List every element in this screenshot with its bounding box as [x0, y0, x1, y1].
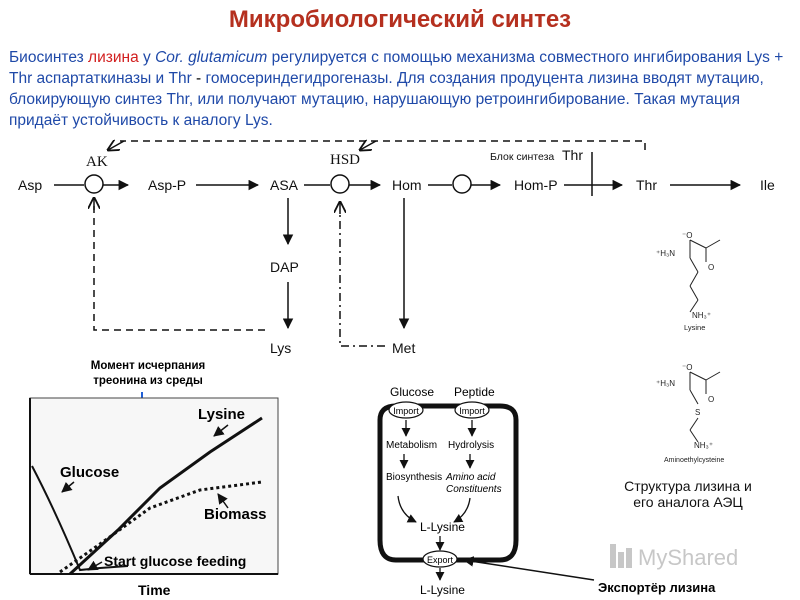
enzyme-ak-circle [84, 174, 104, 194]
svg-text:NH₃⁺: NH₃⁺ [692, 311, 711, 320]
exporter-caption: Экспортёр лизина [598, 580, 716, 595]
feedback-line-lys [93, 206, 265, 331]
intro-organism: Cor. glutamicum [155, 49, 268, 66]
intro-lysine-word: лизина [88, 49, 139, 66]
label-biomass: Biomass [204, 506, 267, 523]
page-title: Микробиологический синтез [228, 6, 572, 33]
svg-text:S: S [695, 408, 700, 417]
export-biosynthesis: Biosynthesis [386, 472, 442, 483]
biomass-pointer [217, 493, 229, 509]
aec-structure-label: Aminoethylcysteine [664, 457, 724, 464]
label-time: Time [138, 582, 171, 598]
intro-paragraph: Биосинтез лизина у Cor. glutamicum регул… [9, 47, 794, 131]
intro-text: у [138, 49, 156, 66]
myshared-logo: MyShared [610, 544, 738, 570]
node-asa: ASA [270, 177, 299, 193]
export-amino1: Amino acid [445, 472, 496, 483]
lysine-structure [689, 239, 721, 313]
export-metabolism: Metabolism [386, 440, 437, 451]
exporter-pointer [462, 556, 595, 581]
import-glucose [388, 401, 424, 419]
svg-text:O: O [708, 395, 714, 404]
export-glucose: Glucose [390, 385, 434, 399]
biomass-curve [59, 480, 263, 574]
export-peptide: Peptide [454, 385, 495, 399]
svg-text:⁻O: ⁻O [682, 363, 692, 372]
structures-caption-line2: его аналога АЭЦ [633, 494, 743, 510]
aec-structure [689, 371, 721, 443]
annotation-line2: треонина из среды [93, 375, 203, 387]
enzyme-ak-label: AK [86, 154, 108, 170]
enzyme-hsd-circle [330, 174, 350, 194]
export-hydrolysis: Hydrolysis [448, 440, 494, 451]
intro-text: гомосериндегидрогеназы. Для создания про… [9, 70, 764, 129]
svg-text:⁻O: ⁻O [682, 231, 692, 240]
label-lysine: Lysine [198, 406, 245, 423]
intro-dash: - [196, 70, 202, 87]
import-label-1: Import [393, 406, 419, 416]
import-label-2: Import [459, 406, 485, 416]
node-met: Met [392, 340, 415, 356]
label-feeding: Start glucose feeding [104, 553, 246, 569]
export-amino2: Constituents [446, 484, 502, 495]
glucose-curve [31, 465, 129, 572]
export-diagram: Glucose Peptide Import Import Metabolism… [370, 382, 568, 600]
node-asp: Asp [18, 177, 42, 193]
arrow-bio-lys [397, 495, 417, 523]
svg-text:⁺H₃N: ⁺H₃N [656, 379, 675, 388]
node-hom-p: Hom-P [514, 177, 558, 193]
svg-text:⁺H₃N: ⁺H₃N [656, 249, 675, 258]
node-ile: Ile [760, 177, 775, 193]
intro-text: Биосинтез [9, 49, 89, 66]
block-label: Блок синтеза [490, 151, 554, 163]
lysine-curve [68, 416, 263, 576]
growth-chart: Lysine Glucose Biomass Start glucose fee… [29, 397, 279, 598]
feeding-pointer [87, 560, 103, 571]
enzyme-circle-hom [452, 174, 472, 194]
node-lys: Lys [270, 340, 291, 356]
feedback-arrow-hsd [360, 141, 377, 150]
block-thr-label: Thr [562, 147, 583, 163]
export-label: Export [427, 555, 454, 565]
structures-caption-line1: Структура лизина и [624, 478, 752, 494]
enzyme-hsd-label: HSD [330, 152, 360, 168]
structures-panel: ⁻O O ⁺H₃N NH₃⁺ Lysine ⁻O O ⁺H₃N S NH₃⁺ A… [650, 222, 750, 468]
exporter [422, 550, 458, 568]
lysine-pointer [213, 424, 229, 437]
svg-text:O: O [708, 263, 714, 272]
node-hom: Hom [392, 177, 422, 193]
node-thr: Thr [636, 177, 657, 193]
structures-caption: Структура лизина и его аналога АЭЦ [598, 478, 778, 510]
annotation-line1: Момент исчерпания [91, 360, 205, 372]
label-glucose: Glucose [60, 464, 119, 481]
logo-text: MyShared [638, 545, 738, 570]
feedback-line-met [339, 212, 385, 347]
arrow-amino-lys [453, 497, 471, 523]
export-llysine: L-Lysine [420, 520, 465, 534]
intro-text: регулируется с помощью механизма совмест… [9, 49, 784, 87]
feedback-line-thr [120, 140, 646, 150]
lysine-structure-label: Lysine [684, 323, 705, 332]
export-llysine-out: L-Lysine [420, 583, 465, 597]
feedback-arrow-ak [108, 141, 125, 150]
node-asp-p: Asp-P [148, 177, 186, 193]
glucose-pointer [61, 481, 75, 493]
import-peptide [454, 401, 490, 419]
node-dap: DAP [270, 259, 299, 275]
svg-text:NH₃⁺: NH₃⁺ [694, 441, 713, 450]
